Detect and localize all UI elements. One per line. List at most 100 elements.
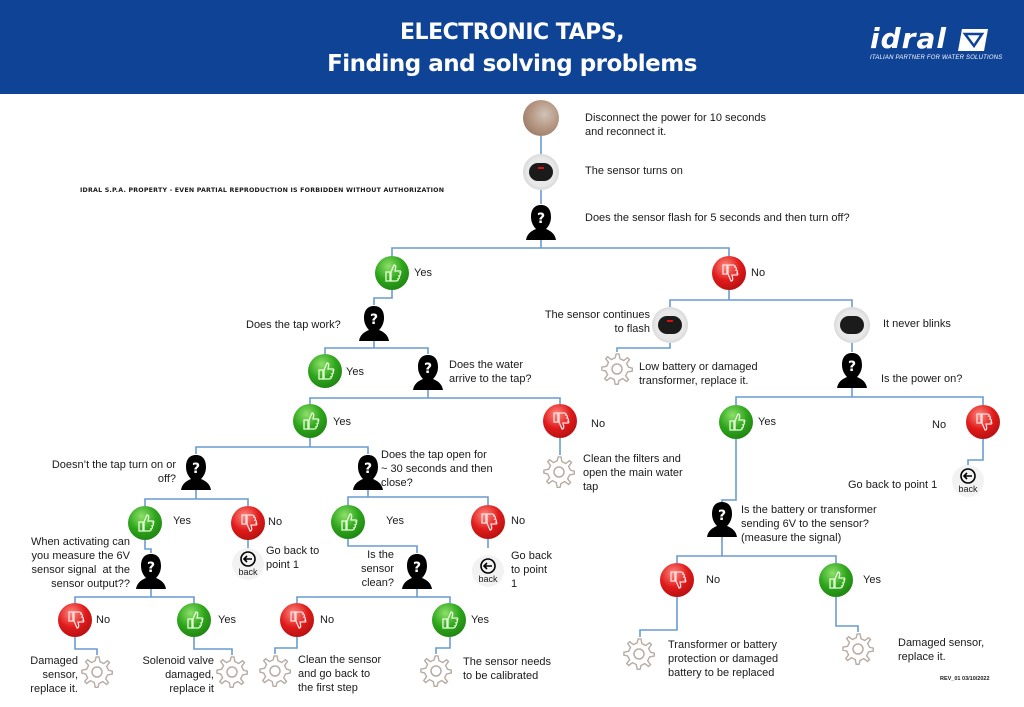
yes-node-tap-work bbox=[308, 354, 342, 388]
label-yes: Yes bbox=[386, 515, 404, 527]
yes-node-sensor-clean bbox=[432, 603, 466, 637]
connector bbox=[347, 490, 489, 505]
page-title-line1: ELECTRONIC TAPS, bbox=[400, 20, 624, 45]
question-person-icon bbox=[837, 353, 867, 388]
connector bbox=[144, 540, 152, 553]
copyright-notice: IDRAL S.P.A. PROPERTY - EVEN PARTIAL REP… bbox=[80, 187, 445, 194]
question-power-on: Is the power on? bbox=[881, 373, 963, 385]
connector bbox=[721, 439, 737, 503]
solution-damaged-sensor-b: Damaged sensor, replace it. bbox=[898, 637, 985, 663]
yes-node-turn-on-off bbox=[128, 506, 162, 540]
gear-icon bbox=[623, 638, 656, 671]
question-battery-6v: Is the battery or transformer sending 6V… bbox=[741, 504, 877, 544]
question-sensor-flash: Does the sensor flash for 5 seconds and … bbox=[585, 212, 850, 224]
no-node-turn-on-off bbox=[231, 506, 265, 540]
connector bbox=[347, 539, 418, 553]
connector bbox=[639, 597, 678, 637]
solution-clean-sensor: Clean the sensor and go back to the firs… bbox=[298, 654, 382, 694]
label-yes: Yes bbox=[346, 366, 364, 378]
instruction-go-back-1: Go back to point 1 bbox=[511, 550, 552, 590]
connector bbox=[309, 390, 561, 404]
solution-solenoid-valve: Solenoid valve damaged, replace it bbox=[142, 655, 214, 695]
no-node-battery-6v bbox=[660, 563, 694, 597]
yes-node-water-arrive bbox=[293, 404, 327, 438]
solution-low-battery: Low battery or damaged transformer, repl… bbox=[639, 361, 758, 387]
question-water-arrive: Does the water arrive to the tap? bbox=[449, 359, 532, 385]
step-disconnect-power: Disconnect the power for 10 seconds and … bbox=[585, 112, 766, 138]
question-person-icon bbox=[707, 502, 737, 537]
thumbs-down-icon bbox=[670, 571, 687, 589]
thumbs-up-icon bbox=[187, 611, 204, 629]
gear-icon bbox=[601, 353, 634, 386]
thumbs-down-icon bbox=[481, 513, 498, 531]
connector bbox=[74, 637, 98, 655]
solution-calibrate-sensor: The sensor needs to be calibrated bbox=[463, 656, 552, 682]
logo-wordmark: idral bbox=[870, 22, 947, 55]
label-no: No bbox=[932, 419, 947, 431]
thumbs-down-icon bbox=[290, 611, 307, 629]
question-open-30-seconds: Does the tap open for ~ 30 seconds and t… bbox=[381, 449, 493, 489]
question-person-icon bbox=[413, 355, 443, 390]
question-person-icon bbox=[359, 306, 389, 341]
state-sensor-continues-flash: The sensor continues to flash bbox=[544, 309, 650, 335]
solution-damaged-sensor: Damaged sensor, replace it. bbox=[30, 655, 78, 695]
label-no: No bbox=[706, 574, 721, 586]
back-label: back bbox=[238, 567, 258, 577]
label-no: No bbox=[511, 515, 526, 527]
thumbs-down-icon bbox=[68, 611, 85, 629]
connector bbox=[296, 589, 451, 603]
yes-node-power-on bbox=[719, 405, 753, 439]
thumbs-up-icon bbox=[442, 611, 459, 629]
sensor-flashing-icon bbox=[652, 307, 688, 343]
connector bbox=[324, 341, 429, 354]
yes-node-open-30 bbox=[331, 505, 365, 539]
gear-icon bbox=[259, 655, 292, 688]
connector bbox=[616, 343, 671, 352]
back-label: back bbox=[958, 484, 978, 494]
connector bbox=[669, 290, 853, 307]
back-arrow-icon bbox=[240, 551, 256, 567]
label-yes: Yes bbox=[863, 574, 881, 586]
connector bbox=[195, 438, 369, 454]
question-turn-on-off: Doesn’t the tap turn on or off? bbox=[51, 459, 176, 485]
back-to-point-1-button[interactable]: back bbox=[232, 548, 264, 580]
step-sensor-turns-on: The sensor turns on bbox=[585, 165, 683, 177]
thumbs-up-icon bbox=[729, 413, 746, 431]
instruction-go-back-1: Go back to point 1 bbox=[266, 545, 320, 571]
no-node-open-30 bbox=[471, 505, 505, 539]
question-person-icon bbox=[402, 554, 432, 589]
connector bbox=[144, 490, 249, 506]
solution-transformer-battery: Transformer or battery protection or dam… bbox=[668, 639, 779, 679]
back-to-point-1-button[interactable]: back bbox=[952, 465, 984, 497]
no-node-sensor-flash bbox=[712, 256, 746, 290]
thumbs-up-icon bbox=[341, 513, 358, 531]
question-sensor-clean: Is the sensor clean? bbox=[360, 549, 394, 589]
label-no: No bbox=[751, 267, 766, 279]
solution-clean-filters: Clean the filters and open the main wate… bbox=[583, 453, 683, 493]
logo-tagline: ITALIAN PARTNER FOR WATER SOLUTIONS bbox=[870, 55, 1003, 61]
label-no: No bbox=[320, 614, 335, 626]
question-person-icon bbox=[353, 455, 383, 490]
question-person-icon bbox=[526, 205, 556, 240]
connector bbox=[676, 537, 837, 563]
gear-icon bbox=[81, 656, 114, 689]
connector bbox=[391, 240, 730, 256]
header-banner: ELECTRONIC TAPS, Finding and solving pro… bbox=[0, 0, 1024, 94]
label-no: No bbox=[96, 614, 111, 626]
thumbs-up-icon bbox=[138, 514, 155, 532]
question-person-icon bbox=[136, 554, 166, 589]
no-node-power-on bbox=[966, 405, 1000, 439]
label-yes: Yes bbox=[218, 614, 236, 626]
thumbs-up-icon bbox=[303, 412, 320, 430]
connector bbox=[835, 597, 859, 632]
gear-icon bbox=[543, 456, 576, 489]
label-yes: Yes bbox=[471, 614, 489, 626]
thumbs-down-icon bbox=[553, 412, 570, 430]
state-never-blinks: It never blinks bbox=[883, 318, 951, 330]
logo-mark-icon bbox=[958, 29, 988, 51]
back-to-point-1-button[interactable]: back bbox=[472, 555, 504, 587]
connector bbox=[435, 637, 451, 654]
back-arrow-icon bbox=[480, 558, 496, 574]
connector bbox=[274, 637, 298, 654]
